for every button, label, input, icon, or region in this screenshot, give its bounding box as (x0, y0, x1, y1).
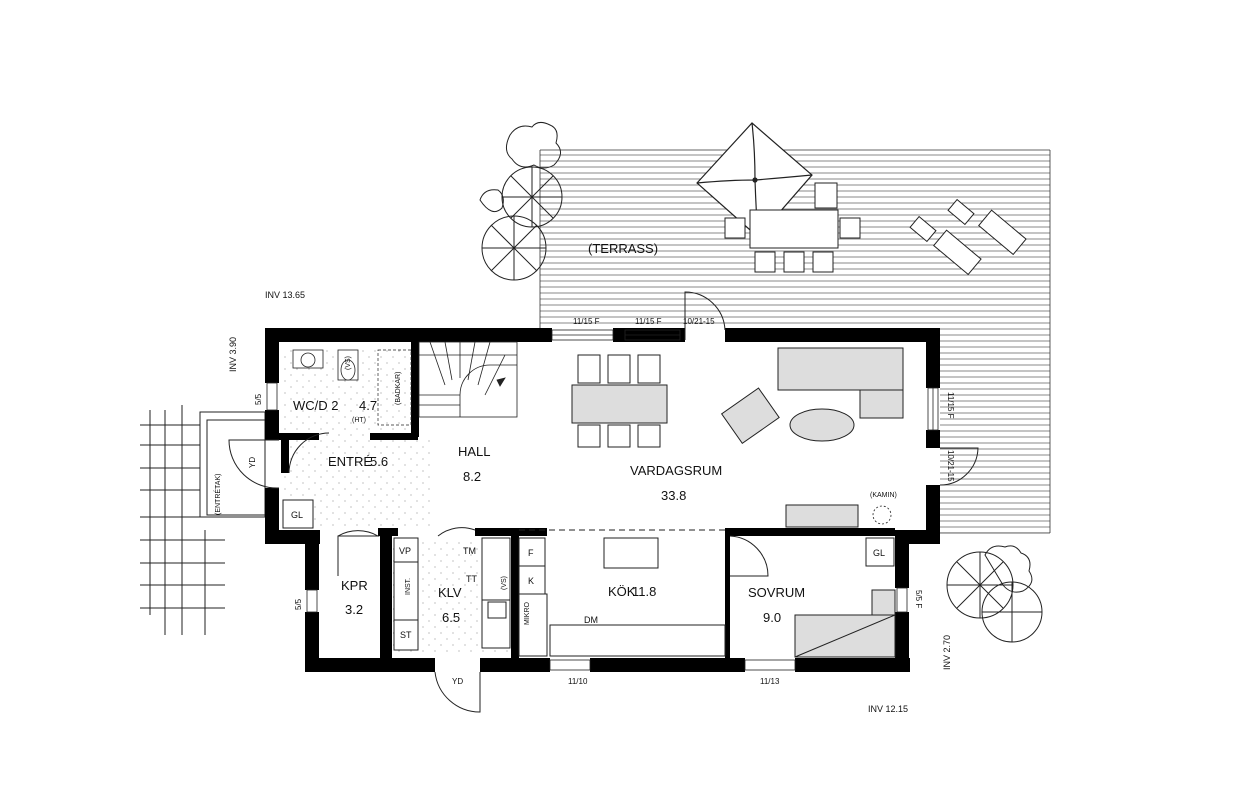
entrance-paving (140, 405, 266, 635)
dining-table (571, 354, 668, 448)
window (927, 387, 939, 431)
entretak-label: (ENTRÉTAK) (213, 474, 222, 515)
door-label: 10/21-15 (683, 317, 715, 326)
coffee-table (789, 408, 855, 442)
room-name: KÖK (608, 584, 636, 599)
window (266, 382, 278, 411)
ht-label: (HT) (352, 417, 366, 424)
window-label: 11/15 F (946, 392, 955, 419)
room-area: 33.8 (661, 488, 686, 503)
window-label: 5/5 (294, 598, 303, 610)
kamin-label: (KAMIN) (870, 492, 897, 499)
outdoor-dining-table (724, 182, 861, 273)
room-name: KPR (341, 578, 368, 593)
window (549, 659, 591, 671)
room-name: KLV (438, 585, 462, 600)
window (306, 589, 318, 613)
gl-cabinet (865, 537, 895, 567)
sun-lounger-icon (909, 198, 1027, 276)
vp-label: VP (399, 546, 411, 556)
dimension-label: INV 2.70 (942, 635, 952, 670)
back-door-swing[interactable] (434, 671, 481, 713)
wc-door-swing[interactable] (288, 432, 330, 474)
dimension-label: INV 12.15 (868, 704, 908, 714)
room-name: HALL (458, 444, 491, 459)
toilet-icon (292, 349, 359, 381)
fireplace-icon (872, 505, 892, 525)
room-area: 6.5 (442, 610, 460, 625)
room-area: 4.7 (359, 398, 377, 413)
sovrum-door-swing[interactable] (729, 535, 769, 577)
vs-label: (VS) (345, 356, 352, 370)
door-label-yd: YD (248, 457, 257, 468)
tree-icon (946, 545, 1043, 643)
door-label-yd: YD (452, 677, 463, 686)
window-label: 11/13 (760, 677, 780, 686)
terrass-label: (TERRASS) (588, 241, 658, 256)
f-label: F (528, 548, 534, 558)
door-label: 10/21-15 (946, 450, 955, 482)
window-label: 11/15 F (573, 317, 600, 326)
tt-label: TT (466, 574, 477, 584)
sofa (777, 347, 904, 419)
badkar-label: (BADKAR) (395, 372, 402, 405)
bathtub (377, 349, 412, 426)
dimension-label: INV 3.90 (228, 337, 238, 372)
dm-label: DM (584, 615, 598, 625)
room-area: 3.2 (345, 602, 363, 617)
room-area: 8.2 (463, 469, 481, 484)
st-label: ST (400, 630, 412, 640)
interior-walls (279, 342, 895, 672)
room-area: 11.8 (632, 584, 656, 599)
staircase (418, 341, 518, 418)
klv-door-swing[interactable] (437, 527, 476, 537)
room-area: 9.0 (763, 610, 781, 625)
gl-cabinet (282, 499, 314, 529)
window-label: 5/5 (254, 393, 263, 405)
gl-label: GL (873, 548, 885, 558)
inst-label: INST. (405, 578, 412, 595)
mikro-label: MIKRO (524, 602, 531, 626)
k-label: K (528, 576, 534, 586)
window (896, 587, 908, 613)
window (744, 659, 796, 671)
klv-cabinets (393, 537, 511, 651)
room-name: ENTRÉ (328, 454, 372, 469)
right-door-swing[interactable] (939, 447, 979, 486)
room-name: SOVRUM (748, 585, 805, 600)
vs-label: (VS) (501, 576, 508, 590)
window-label: 11/10 (568, 677, 588, 686)
armchair (720, 387, 780, 445)
window-label: 5/5 F (914, 590, 923, 608)
terrace-door-swing[interactable] (684, 291, 726, 340)
bed (794, 589, 896, 658)
room-name: VARDAGSRUM (630, 463, 722, 478)
room-name: WC/D 2 (293, 398, 339, 413)
kpr-door-swing[interactable] (337, 530, 380, 576)
dimension-label: INV 13.65 (265, 290, 305, 300)
window (551, 329, 681, 341)
tv-bench (785, 504, 859, 528)
window-label: 11/15 F (635, 317, 662, 326)
exterior-walls (265, 328, 940, 672)
room-area: 5.6 (370, 454, 388, 469)
entrance-door-swing[interactable] (228, 439, 280, 489)
gl-label: GL (291, 510, 303, 520)
kitchen-units (518, 529, 726, 657)
tree-icon (479, 121, 563, 281)
tm-label: TM (463, 546, 476, 556)
